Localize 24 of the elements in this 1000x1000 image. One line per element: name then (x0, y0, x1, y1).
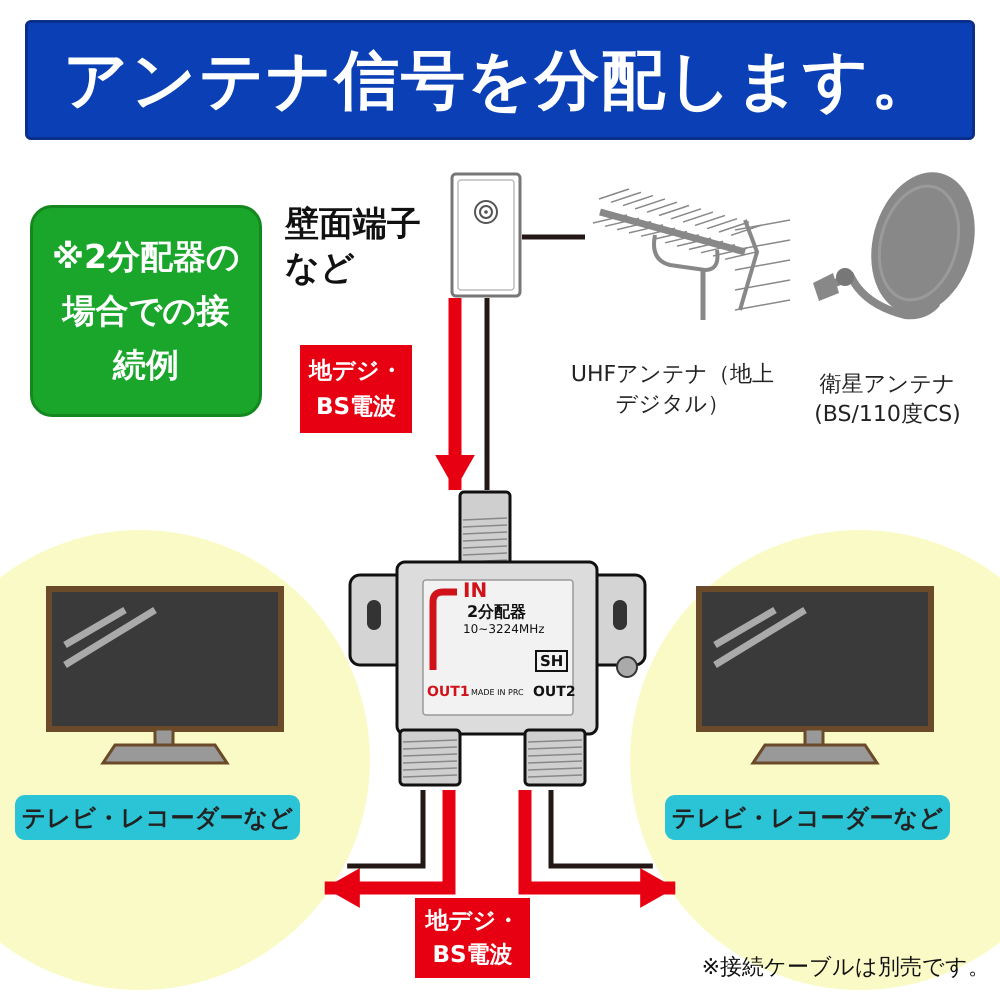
device-label: テレビ・レコーダーなど (15, 795, 300, 840)
caption-text: 衛星アンテナ(BS/110度CS) (813, 371, 962, 429)
port-label: IN (463, 578, 488, 602)
caption-text: UHFアンテナ（地上デジタル） (570, 361, 776, 419)
cable-line (548, 790, 653, 868)
arrow (435, 298, 475, 490)
signal-label: 地デジ・BS電波 (415, 898, 530, 978)
title-banner: アンテナ信号を分配します。 (25, 20, 975, 140)
certification-mark: SH (535, 650, 568, 672)
origin-text: MADE IN PRC (471, 688, 524, 697)
arrow (518, 790, 676, 908)
edge-label: 地デジ・BS電波 (300, 345, 412, 433)
note-box: ※2分配器の場合での接続例 (30, 205, 262, 417)
device-label: テレビ・レコーダーなど (665, 795, 950, 840)
footnote: ※接続ケーブルは別売です。 (700, 954, 990, 982)
arrow (324, 790, 456, 908)
cable-line (484, 298, 490, 490)
caption-text: 壁面端子など (285, 203, 422, 290)
cable-line (347, 790, 426, 868)
product-text: 2分配器 (467, 602, 526, 623)
frequency-text: 10~3224MHz (463, 622, 545, 636)
port-label: OUT2 (533, 684, 576, 700)
port-label: OUT1 (427, 684, 470, 700)
cable-line (522, 234, 585, 240)
